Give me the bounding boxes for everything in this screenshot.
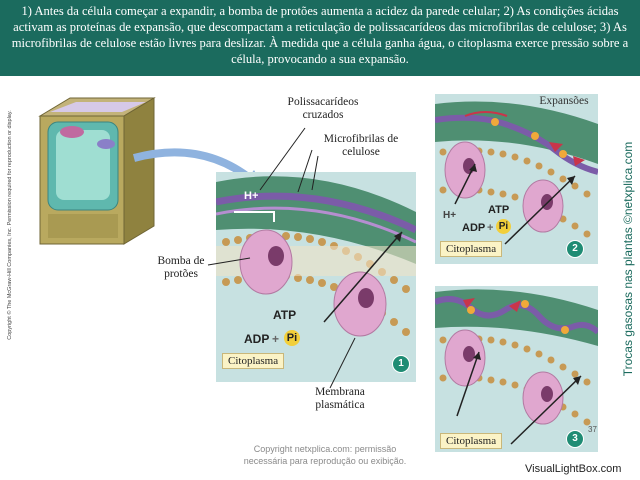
header-text: 1) Antes da célula começar a expandir, a… — [0, 0, 640, 67]
panel-2-adp: ADP — [462, 222, 485, 235]
page-number: 37 — [588, 425, 597, 434]
panel-2-number-badge: 2 — [566, 240, 584, 258]
side-credit: Trocas gasosas nas plantas ©netxplica.co… — [621, 99, 635, 419]
copyright-vertical: Copyright © The McGraw-Hill Companies, I… — [7, 65, 13, 385]
label-expansions: Expansões — [532, 95, 596, 108]
panel-2-hplus: H+ — [443, 209, 456, 222]
panel-3-diagram — [435, 286, 598, 452]
header-banner: 1) Antes da célula começar a expandir, a… — [0, 0, 640, 76]
panel-3-cytoplasm-label: Citoplasma — [440, 433, 502, 449]
panel-2-plus: + — [487, 222, 493, 235]
footer-copyright: Copyright netxplica.com: permissão neces… — [225, 443, 425, 467]
panel-2-diagram — [435, 94, 598, 264]
watermark: VisualLightBox.com — [525, 463, 621, 475]
footer-line-1: Copyright netxplica.com: permissão — [225, 443, 425, 455]
panel-2-atp: ATP — [488, 204, 509, 217]
panel-1-number-badge: 1 — [392, 355, 410, 373]
panel-3-number-badge: 3 — [566, 430, 584, 448]
panel-2-cytoplasm-label: Citoplasma — [440, 241, 502, 257]
panel-2-pi: Pi — [496, 219, 511, 234]
footer-line-2: necessária para reprodução ou exibição. — [225, 455, 425, 467]
callout-leader-lines — [140, 110, 380, 400]
